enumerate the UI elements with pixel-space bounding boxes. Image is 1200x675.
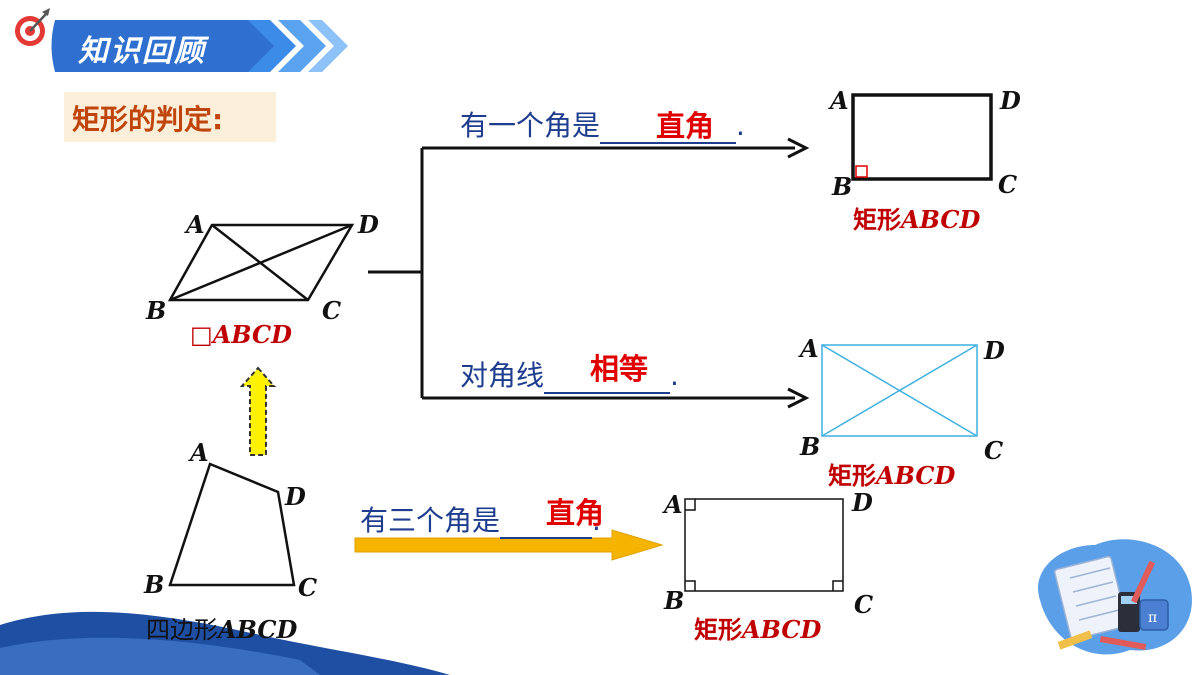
- orange-arrow: [354, 529, 664, 561]
- rect2-vertex-d: D: [984, 336, 1005, 365]
- quad-vertex-d: D: [285, 482, 306, 511]
- quad-vertex-c: C: [298, 573, 318, 602]
- condition-2: 对角线 .: [460, 354, 679, 394]
- rect3-vertex-a: A: [664, 490, 683, 519]
- condition-2-blank: [544, 359, 671, 394]
- rect1-caption: 矩形ABCD: [853, 200, 980, 235]
- page-title: 知识回顾: [78, 34, 206, 69]
- section-label: 矩形的判定:: [72, 103, 224, 136]
- quadrilateral-figure: [168, 462, 296, 587]
- condition-1-blank: [600, 109, 737, 144]
- rect2-caption: 矩形ABCD: [828, 456, 955, 491]
- rect2-vertex-a: A: [800, 334, 819, 363]
- rect2-caption-prefix: 矩形: [828, 462, 876, 490]
- parallelogram-symbol: □: [190, 321, 213, 349]
- arrow-head-bottom: [787, 387, 810, 409]
- branch-connector: [368, 146, 795, 400]
- rectangle-figure-1: [851, 93, 993, 181]
- header-banner: [51, 20, 348, 72]
- condition-3: 有三个角是 .: [360, 499, 601, 539]
- condition-2-answer: 相等: [590, 352, 649, 386]
- rectangle-figure-2: [821, 344, 978, 437]
- svg-text:π: π: [1148, 610, 1157, 626]
- rect3-vertex-d: D: [852, 488, 873, 517]
- parallelogram-vertex-a: A: [186, 210, 205, 239]
- rectangle-figure-3: [684, 498, 844, 592]
- rect1-caption-prefix: 矩形: [853, 206, 901, 234]
- rect2-caption-name: ABCD: [876, 461, 956, 490]
- target-icon: [15, 8, 50, 46]
- parallelogram-vertex-c: C: [322, 296, 342, 325]
- condition-1-end: .: [736, 109, 745, 142]
- parallelogram-figure: [167, 223, 355, 302]
- quad-caption-name: ABCD: [218, 615, 298, 644]
- rect2-vertex-b: B: [800, 432, 821, 461]
- rect2-vertex-c: C: [984, 436, 1004, 465]
- condition-1: 有一个角是 .: [460, 104, 745, 144]
- yellow-up-arrow: [239, 366, 277, 456]
- parallelogram-vertex-b: B: [146, 296, 167, 325]
- rect3-caption-name: ABCD: [742, 615, 822, 644]
- condition-2-text: 对角线: [460, 359, 545, 392]
- math-illustration: π: [1038, 539, 1192, 655]
- rect1-vertex-a: A: [830, 86, 849, 115]
- condition-3-blank: [500, 504, 593, 539]
- condition-3-end: .: [592, 504, 601, 537]
- rect1-caption-name: ABCD: [901, 205, 981, 234]
- arrow-head-top: [787, 137, 810, 159]
- parallelogram-vertex-d: D: [358, 210, 379, 239]
- bottom-wave-light: [0, 637, 320, 675]
- rect3-caption: 矩形ABCD: [694, 610, 821, 645]
- quad-vertex-b: B: [144, 570, 165, 599]
- parallelogram-caption: □ABCD: [190, 320, 292, 349]
- rect3-vertex-c: C: [854, 590, 874, 619]
- section-label-box: 矩形的判定:: [64, 92, 276, 142]
- quad-caption-prefix: 四边形: [146, 616, 218, 644]
- condition-1-text: 有一个角是: [460, 109, 601, 142]
- rect1-vertex-b: B: [832, 172, 853, 201]
- condition-3-text: 有三个角是: [360, 504, 501, 537]
- rect3-vertex-b: B: [664, 586, 685, 615]
- rect1-vertex-d: D: [1000, 86, 1021, 115]
- quad-vertex-a: A: [190, 438, 209, 467]
- quad-caption: 四边形ABCD: [146, 610, 297, 645]
- condition-2-end: .: [670, 359, 679, 392]
- condition-3-answer: 直角: [546, 496, 605, 530]
- parallelogram-name: ABCD: [212, 320, 292, 349]
- condition-1-answer: 直角: [656, 109, 715, 143]
- rect3-caption-prefix: 矩形: [694, 616, 742, 644]
- rect1-vertex-c: C: [998, 170, 1018, 199]
